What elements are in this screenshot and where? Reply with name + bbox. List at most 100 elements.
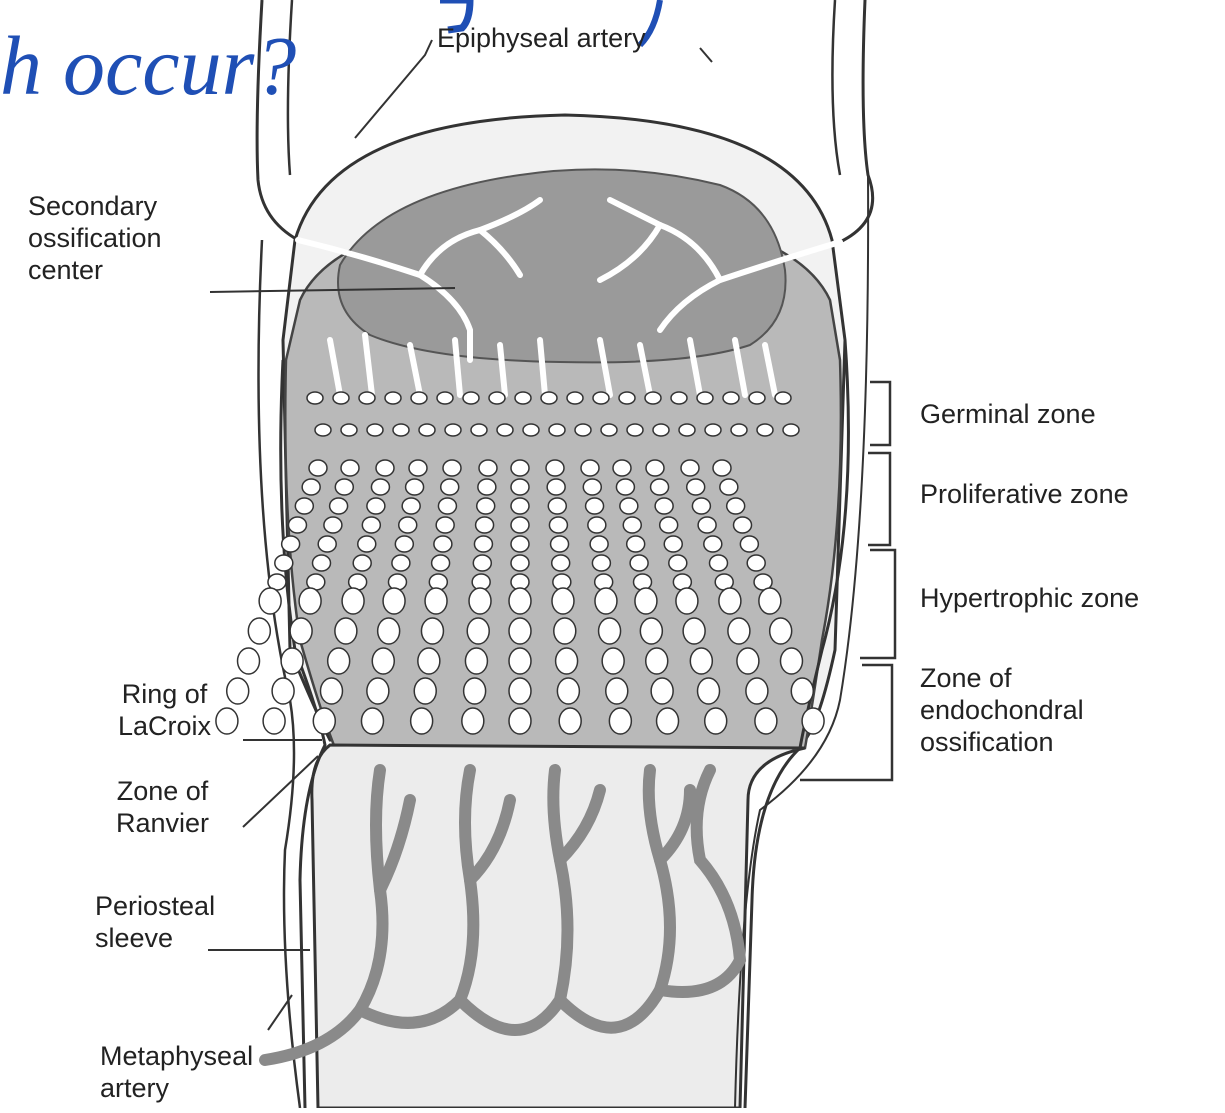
- chondrocyte: [227, 678, 249, 704]
- chondrocyte: [802, 708, 824, 734]
- chondrocyte: [616, 479, 634, 495]
- chondrocyte: [478, 479, 496, 495]
- bracket-hypertrophic: [860, 550, 895, 658]
- germinal-cell: [437, 392, 453, 404]
- chondrocyte: [511, 498, 529, 514]
- chondrocyte: [552, 588, 574, 614]
- label-epiphyseal-artery: Epiphyseal artery: [437, 22, 646, 54]
- chondrocyte: [511, 479, 529, 495]
- chondrocyte: [372, 648, 394, 674]
- germinal-cell: [515, 392, 531, 404]
- chondrocyte: [592, 555, 610, 571]
- chondrocyte: [704, 536, 722, 552]
- label-hypertrophic-zone: Hypertrophic zone: [920, 582, 1139, 614]
- chondrocyte: [362, 517, 380, 533]
- chondrocyte: [651, 479, 669, 495]
- chondrocyte: [737, 648, 759, 674]
- label-ring-of-lacroix: Ring of LaCroix: [118, 678, 211, 742]
- chondrocyte: [216, 708, 238, 734]
- chondrocyte: [465, 648, 487, 674]
- chondrocyte: [655, 498, 673, 514]
- label-secondary-ossification-center: Secondary ossification center: [28, 190, 162, 286]
- germinal-cell: [723, 392, 739, 404]
- chondrocyte: [288, 517, 306, 533]
- chondrocyte: [388, 574, 406, 590]
- chondrocyte: [464, 678, 486, 704]
- chondrocyte: [361, 708, 383, 734]
- germinal-cell: [489, 392, 505, 404]
- germinal-cell: [619, 392, 635, 404]
- chondrocyte: [687, 479, 705, 495]
- germinal-cell: [749, 392, 765, 404]
- chondrocyte: [547, 479, 565, 495]
- chondrocyte: [511, 517, 529, 533]
- label-periosteal-sleeve: Periosteal sleeve: [95, 890, 215, 954]
- chondrocyte: [438, 498, 456, 514]
- label-line: Periosteal: [95, 890, 215, 922]
- chondrocyte: [511, 536, 529, 552]
- chondrocyte: [367, 498, 385, 514]
- chondrocyte: [479, 460, 497, 476]
- chondrocyte: [586, 498, 604, 514]
- germinal-cell: [593, 392, 609, 404]
- chondrocyte: [473, 555, 491, 571]
- chondrocyte: [462, 708, 484, 734]
- chondrocyte: [367, 678, 389, 704]
- chondrocyte: [414, 678, 436, 704]
- leader-epiphyseal-artery: [355, 40, 432, 138]
- chondrocyte: [425, 588, 447, 614]
- chondrocyte: [320, 678, 342, 704]
- chondrocyte: [275, 555, 293, 571]
- chondrocyte: [406, 479, 424, 495]
- chondrocyte: [443, 460, 461, 476]
- chondrocyte: [353, 555, 371, 571]
- label-line: ossification: [920, 726, 1084, 758]
- chondrocyte: [342, 588, 364, 614]
- germinal-cell: [307, 392, 323, 404]
- chondrocyte: [467, 618, 489, 644]
- label-zone-of-ranvier: Zone of Ranvier: [116, 775, 209, 839]
- chondrocyte: [341, 460, 359, 476]
- germinal-cell: [601, 424, 617, 436]
- chondrocyte: [295, 498, 313, 514]
- label-line: Metaphyseal: [100, 1040, 253, 1072]
- germinal-cell: [645, 392, 661, 404]
- chondrocyte: [583, 479, 601, 495]
- germinal-cell: [671, 392, 687, 404]
- chondrocyte: [780, 648, 802, 674]
- chondrocyte: [557, 678, 579, 704]
- chondrocyte: [755, 708, 777, 734]
- chondrocyte: [683, 618, 705, 644]
- chondrocyte: [710, 555, 728, 571]
- germinal-cell: [411, 392, 427, 404]
- germinal-cell: [315, 424, 331, 436]
- chondrocyte: [791, 678, 813, 704]
- chondrocyte: [248, 618, 270, 644]
- chondrocyte: [713, 460, 731, 476]
- label-proliferative-zone: Proliferative zone: [920, 478, 1129, 510]
- chondrocyte: [395, 536, 413, 552]
- label-line: Ring of: [118, 678, 211, 710]
- label-metaphyseal-artery: Metaphyseal artery: [100, 1040, 253, 1104]
- chondrocyte: [602, 648, 624, 674]
- chondrocyte: [746, 678, 768, 704]
- chondrocyte: [705, 708, 727, 734]
- germinal-cell: [419, 424, 435, 436]
- chondrocyte: [635, 588, 657, 614]
- label-line: Zone of: [116, 775, 209, 807]
- chondrocyte: [411, 708, 433, 734]
- germinal-cell: [705, 424, 721, 436]
- capsule-line-right-inner: [832, 0, 840, 175]
- chondrocyte: [590, 536, 608, 552]
- chondrocyte: [588, 517, 606, 533]
- germinal-cell: [393, 424, 409, 436]
- label-line: Zone of: [920, 662, 1084, 694]
- chondrocyte: [313, 555, 331, 571]
- germinal-cell: [757, 424, 773, 436]
- chondrocyte: [509, 678, 531, 704]
- chondrocyte: [432, 555, 450, 571]
- chondrocyte: [720, 479, 738, 495]
- chondrocyte: [549, 517, 567, 533]
- chondrocyte: [477, 498, 495, 514]
- germinal-cell: [697, 392, 713, 404]
